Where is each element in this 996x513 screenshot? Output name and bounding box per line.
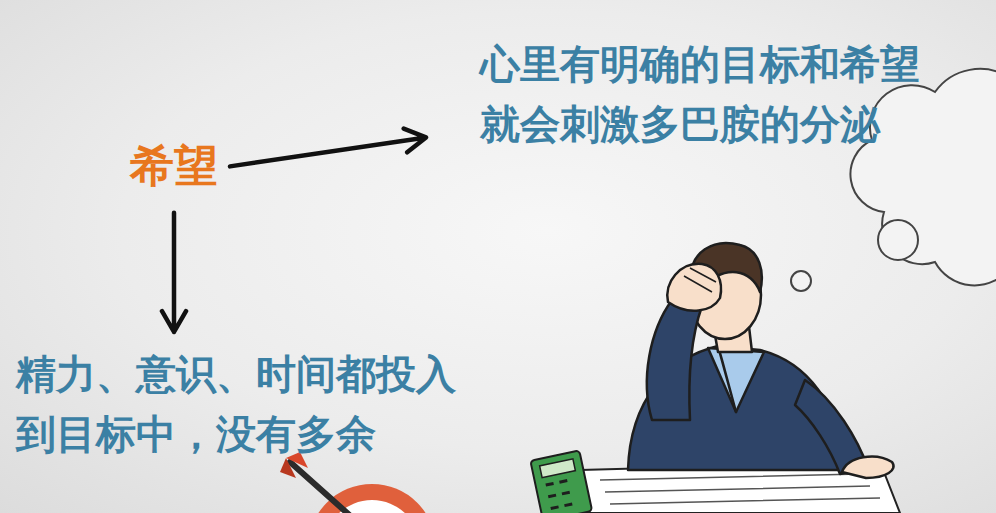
thought-dot [791,271,811,291]
arrow-connector [162,213,186,332]
text-node: 精力、意识、时间都投入 到目标中，没有多余 [12,342,476,466]
target-icon [280,452,436,513]
node-text: 精力、意识、时间都投入 到目标中，没有多余 [16,344,472,464]
thought-dot [878,220,918,260]
node-text: 希望 [130,140,218,193]
stressed-man [628,243,894,478]
text-node: 心里有明确的目标和希望 就会刺激多巴胺的分泌 [476,32,940,156]
arrow-connector [230,129,426,167]
keyword-node: 希望 [126,138,222,195]
node-text: 心里有明确的目标和希望 就会刺激多巴胺的分泌 [480,34,936,154]
arrow-path [230,129,426,167]
arrow-path [162,213,186,332]
